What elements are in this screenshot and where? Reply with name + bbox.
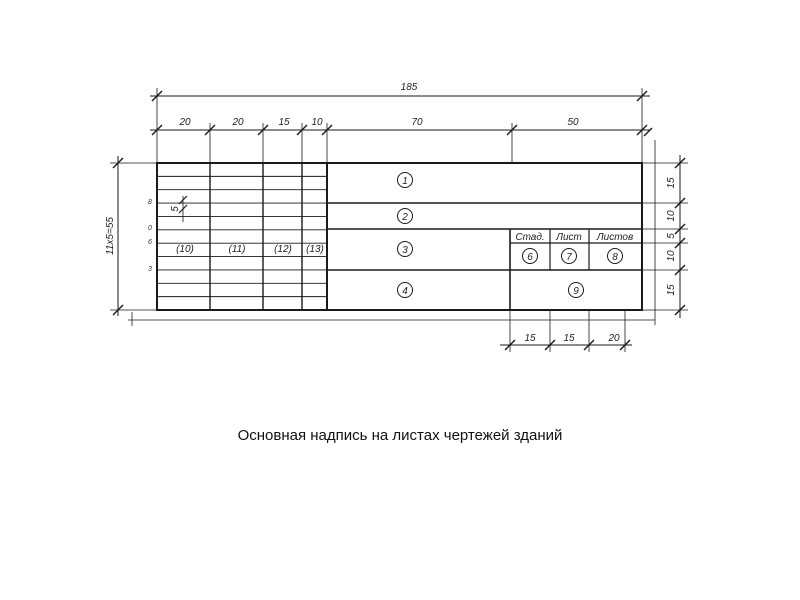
field-number-9: 9 [573,286,579,297]
dim-seg-1: 20 [178,117,191,128]
dim-right-1: 15 [666,177,677,189]
dim-bottom-1: 15 [524,333,536,344]
row-mark: 6 [148,239,152,246]
column-label-12: (12) [274,244,292,255]
field-marker-4 [397,282,413,298]
field-number-2: 2 [401,212,408,223]
field-number-1: 1 [402,176,408,187]
row-mark: 3 [148,266,152,273]
dim-total-width: 185 [401,82,418,93]
header-sheets: Листов [596,232,633,243]
field-marker-8 [607,248,623,264]
header-stage: Стад. [515,232,544,243]
row-mark: 8 [148,199,152,206]
dim-right-4: 10 [666,250,677,262]
dim-row-height: 5 [170,206,181,212]
dim-bottom-3: 20 [607,333,620,344]
field-marker-2 [397,208,413,224]
field-number-7: 7 [566,252,572,263]
figure-caption: Основная надпись на листах чертежей здан… [237,427,563,444]
field-number-8: 8 [612,252,618,263]
row-mark: 0 [148,225,152,232]
field-number-6: 6 [527,252,533,263]
dim-seg-6: 50 [567,117,579,128]
column-label-10: (10) [176,244,194,255]
dim-seg-3: 15 [278,117,290,128]
field-marker-7 [561,248,577,264]
field-number-4: 4 [402,286,408,297]
column-label-11: (11) [228,244,245,255]
field-marker-1 [397,172,413,188]
title-block-frame [156,162,643,311]
dim-seg-5: 70 [411,117,423,128]
field-marker-3 [397,241,413,257]
dim-right-3: 5 [666,233,677,239]
dim-left-height: 11x5=55 [105,217,116,255]
dim-seg-2: 20 [231,117,244,128]
field-number-3: 3 [402,245,408,256]
column-label-13: (13) [306,244,324,255]
dim-bottom-2: 15 [563,333,575,344]
dim-seg-4: 10 [311,117,323,128]
dim-right-5: 15 [666,284,677,296]
field-marker-6 [522,248,538,264]
dim-right-2: 10 [666,210,677,222]
field-marker-9 [568,282,584,298]
header-sheet: Лист [555,232,582,243]
